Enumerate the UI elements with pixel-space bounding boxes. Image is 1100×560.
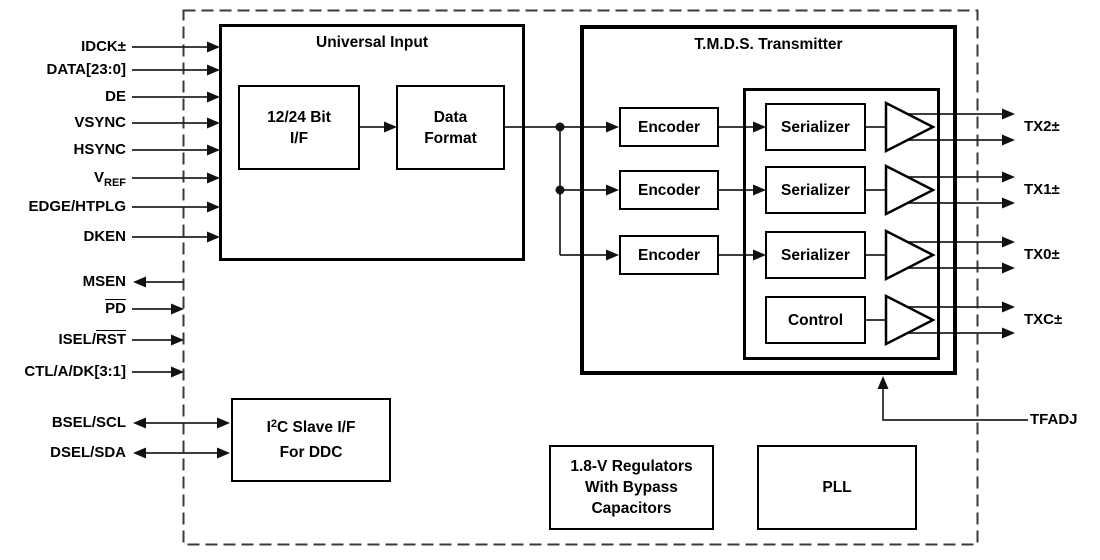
pin-label-bsel-scl: BSEL/SCL	[51, 414, 126, 431]
vref-subscript: REF	[104, 177, 126, 189]
pll-label: PLL	[822, 479, 852, 496]
data-format-label-line2: Format	[424, 129, 477, 147]
pin-label-dsel-sda: DSEL/SDA	[50, 444, 126, 461]
rst-overline: RST	[96, 331, 126, 348]
pin-label-vsync: VSYNC	[74, 114, 126, 131]
regulators-label-line3: Capacitors	[591, 500, 672, 517]
junction-dot	[555, 122, 565, 132]
driver-triangle-tx1	[884, 163, 936, 217]
chip-boundary-dashed	[182, 9, 979, 546]
control-pin-wires	[132, 276, 230, 459]
pin-label-msen: MSEN	[82, 273, 126, 290]
driver-amplifiers	[884, 100, 936, 347]
tx-output-wires	[898, 108, 1015, 339]
pin-label-tx1: TX1±	[1024, 181, 1060, 198]
pin-label-isel-rst: ISEL/RST	[0, 329, 126, 351]
block-12-24-bit-if: 12/24 Bit I/F	[238, 85, 360, 170]
block-serializer-2: Serializer	[765, 166, 866, 214]
block-serializer-1: Serializer	[765, 103, 866, 151]
junction-dot	[555, 185, 565, 195]
input-wires	[132, 41, 220, 243]
data-format-label-line1: Data	[433, 108, 468, 126]
serializer-group-box	[743, 88, 940, 360]
block-pll: PLL	[757, 445, 917, 530]
vref-base: V	[93, 169, 104, 186]
block-encoder-3: Encoder	[619, 235, 719, 275]
driver-triangle-tx0	[884, 228, 936, 282]
pin-label-ctl: CTL/A/DK[3:1]	[24, 363, 126, 380]
i2c-label-line1: I2C Slave I/F	[267, 416, 356, 441]
pin-label-data: DATA[23:0]	[46, 61, 126, 78]
block-data-format: Data Format	[396, 85, 505, 170]
pin-label-tx2: TX2±	[1024, 118, 1060, 135]
pin-label-tx0: TX0±	[1024, 246, 1060, 263]
pin-label-vref: VREF	[0, 167, 126, 189]
block-i2c-slave-if: I2C Slave I/F For DDC	[231, 398, 391, 482]
block-regulators: 1.8-V Regulators With Bypass Capacitors	[549, 445, 714, 530]
encoder-3-label: Encoder	[637, 246, 700, 264]
pin-label-de: DE	[105, 88, 126, 105]
block-tmds-transmitter: T.M.D.S. Transmitter	[580, 25, 957, 375]
pin-label-txc: TXC±	[1024, 311, 1063, 328]
regulators-label-line2: With Bypass	[585, 479, 678, 496]
encoder-1-label: Encoder	[637, 118, 700, 136]
block-encoder-2: Encoder	[619, 170, 719, 210]
pin-label-edge-htplg: EDGE/HTPLG	[28, 198, 126, 215]
pin-label-tfadj: TFADJ	[1030, 411, 1078, 428]
serializer-2-label: Serializer	[781, 181, 850, 199]
encoder-2-label: Encoder	[637, 181, 700, 199]
pin-label-hsync: HSYNC	[73, 141, 126, 158]
pin-label-dken: DKEN	[83, 228, 126, 245]
pin-label-idck: IDCK±	[81, 38, 126, 55]
i2c-label-sup: 2	[270, 417, 278, 430]
driver-triangle-txc	[884, 293, 936, 347]
block-universal-input: Universal Input	[219, 24, 525, 261]
pin-label-pd: PD	[0, 298, 126, 320]
bit-if-label-line1: 12/24 Bit	[267, 108, 331, 126]
pd-overline: PD	[105, 300, 126, 317]
block-encoder-1: Encoder	[619, 107, 719, 147]
i2c-label-pre: I	[266, 418, 271, 436]
bit-if-label-line2: I/F	[289, 129, 309, 147]
isel-prefix: ISEL/	[58, 331, 96, 348]
driver-triangle-tx2	[884, 100, 936, 154]
control-label: Control	[787, 311, 844, 329]
tmds-transmitter-title: T.M.D.S. Transmitter	[694, 36, 843, 53]
block-serializer-3: Serializer	[765, 231, 866, 279]
serializer-1-label: Serializer	[781, 118, 850, 136]
tfadj-wire	[877, 376, 1028, 421]
serializer-3-label: Serializer	[781, 246, 850, 264]
universal-input-title: Universal Input	[316, 34, 428, 51]
block-control: Control	[765, 296, 866, 344]
regulators-label-line1: 1.8-V Regulators	[570, 458, 693, 475]
i2c-label-line2: For DDC	[279, 443, 343, 461]
i2c-label-post: C Slave I/F	[277, 418, 356, 436]
